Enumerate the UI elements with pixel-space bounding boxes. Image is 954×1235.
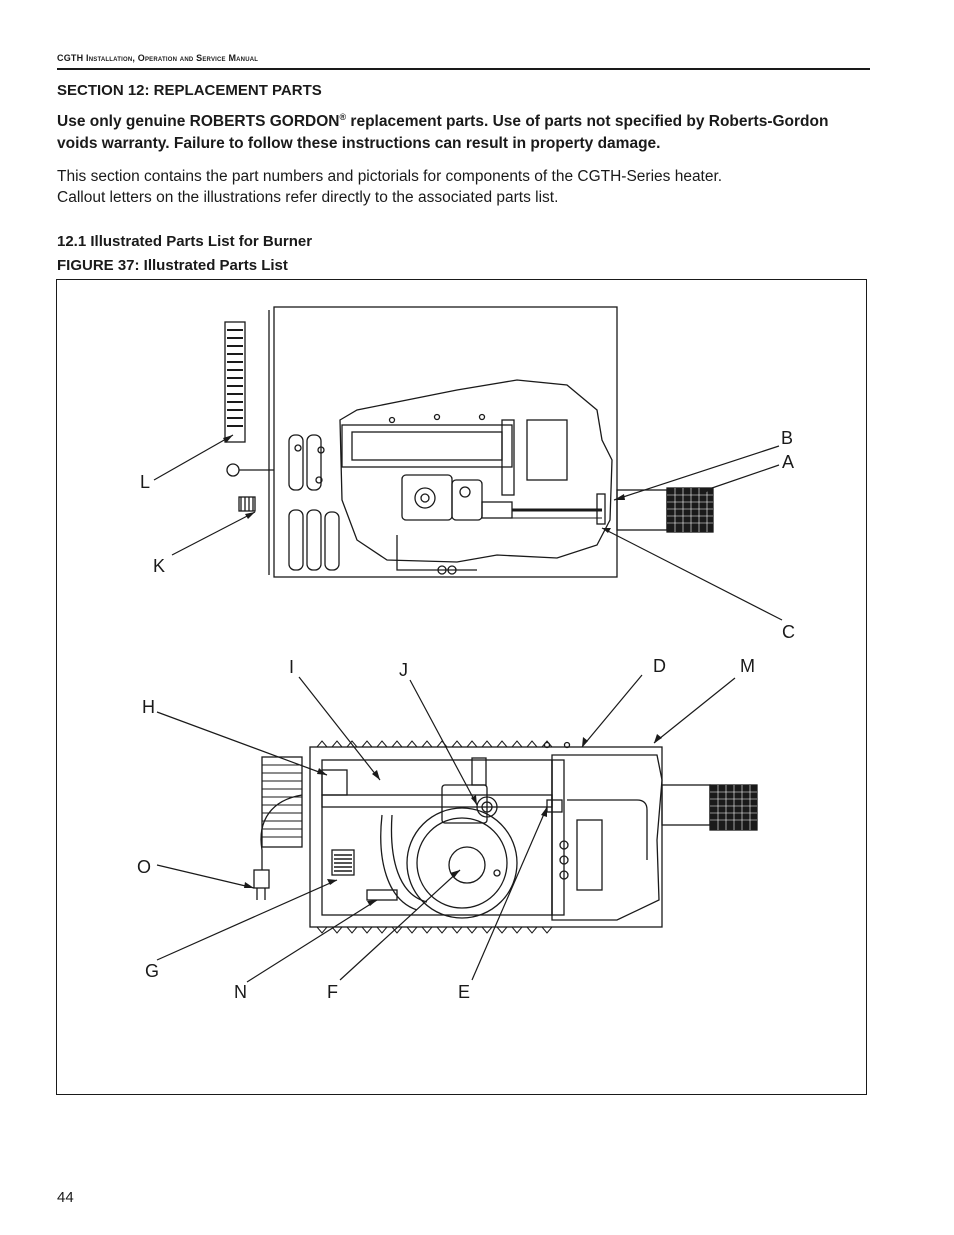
figure-caption: FIGURE 37: Illustrated Parts List bbox=[57, 257, 288, 274]
running-header: CGTH Installation, Operation and Service… bbox=[57, 53, 258, 63]
warning-part2: replacement parts. Use of parts not spec… bbox=[57, 113, 829, 153]
callout-G: G bbox=[145, 961, 159, 981]
page-number: 44 bbox=[57, 1189, 74, 1206]
warning-text: Use only genuine ROBERTS GORDON® replace… bbox=[57, 106, 857, 155]
doc-code: CGTH bbox=[57, 53, 84, 63]
callout-M: M bbox=[740, 656, 755, 676]
callout-B: B bbox=[781, 428, 793, 448]
subsection-title: 12.1 Illustrated Parts List for Burner bbox=[57, 233, 313, 250]
intro-paragraph: This section contains the part numbers a… bbox=[57, 166, 857, 208]
callout-H: H bbox=[142, 697, 155, 717]
callout-D: D bbox=[653, 656, 666, 676]
registered-mark: ® bbox=[339, 112, 347, 122]
callout-L: L bbox=[140, 472, 150, 492]
section-title: SECTION 12: REPLACEMENT PARTS bbox=[57, 82, 322, 99]
callout-O: O bbox=[137, 857, 151, 877]
intro-line-2: Callout letters on the illustrations ref… bbox=[57, 189, 559, 206]
callout-E: E bbox=[458, 982, 470, 1002]
callout-N: N bbox=[234, 982, 247, 1002]
bottom-heater-view bbox=[253, 740, 758, 934]
callout-I: I bbox=[289, 657, 294, 677]
warning-part1: Use only genuine ROBERTS GORDON bbox=[57, 113, 340, 131]
manual-title: Installation, Operation and Service Manu… bbox=[86, 53, 259, 63]
parts-illustration: B A L K C I J D M H O G N F E bbox=[137, 306, 795, 1002]
callout-J: J bbox=[399, 660, 408, 680]
intro-line-1: This section contains the part numbers a… bbox=[57, 168, 723, 185]
header-rule bbox=[57, 68, 870, 70]
callout-A: A bbox=[782, 452, 794, 472]
callout-K: K bbox=[153, 556, 165, 576]
figure-frame: B A L K C I J D M H O G N F E bbox=[56, 279, 867, 1095]
callout-F: F bbox=[327, 982, 338, 1002]
top-heater-view bbox=[224, 306, 714, 578]
callout-C: C bbox=[782, 622, 795, 642]
leader-lines bbox=[153, 434, 783, 983]
